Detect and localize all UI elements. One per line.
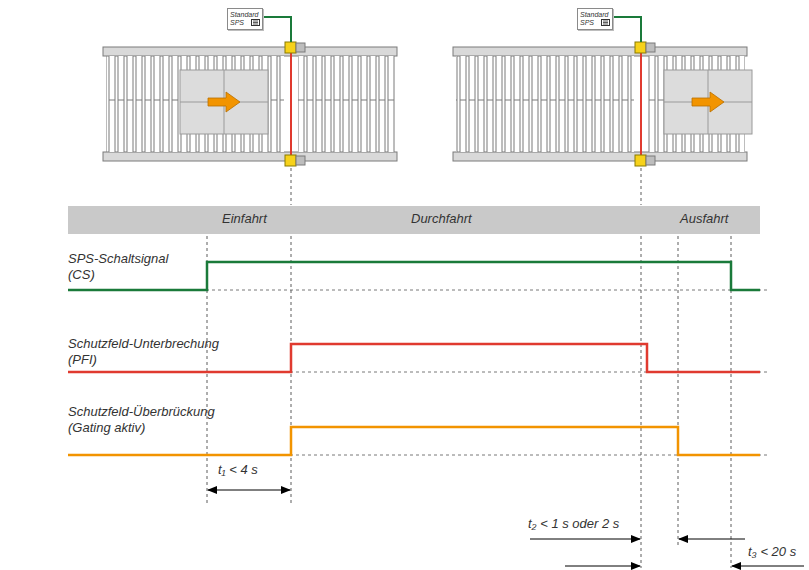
signal-name: Schutzfeld-Unterbrechung (PFI) [68,336,240,368]
phase-name: Durchfahrt [411,211,472,227]
plc-label: Standard SPS [580,11,602,27]
timing-arrows [208,490,804,566]
roller-conveyor [103,17,397,166]
time-limit: t₁ < 4 s [218,462,258,478]
plc-icon [601,19,610,26]
plc-icon [251,19,260,26]
phase-band: Einfahrt Durchfahrt Ausfahrt [68,206,760,234]
phase-name: Ausfahrt [680,211,728,227]
phase-name: Einfahrt [222,211,267,227]
signal-baselines [68,290,770,455]
gating-signal [68,427,760,455]
roller-conveyor [453,17,752,166]
signal-name: Schutzfeld-Überbrückung (Gating aktiv) [68,404,240,436]
time-limit: t₂ < 1 s oder 2 s [528,516,619,532]
time-limit: t₃ < 20 s [748,544,796,560]
plc-box: Standard SPS [577,8,613,30]
plc-box: Standard SPS [227,8,263,30]
signal-name: SPS-Schaltsignal (CS) [68,251,190,283]
cs-signal [68,262,760,290]
plc-label: Standard SPS [230,11,252,27]
